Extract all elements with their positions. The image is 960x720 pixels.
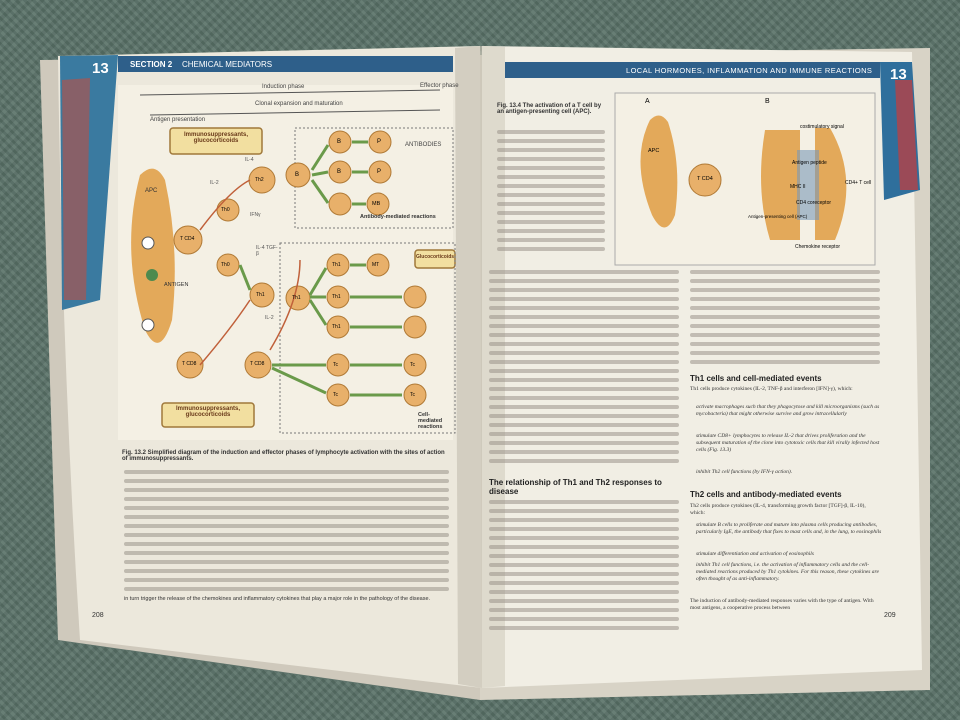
fig-cd4-label: T CD4 bbox=[697, 176, 713, 182]
cell-b3: B bbox=[337, 169, 342, 175]
right-header-band bbox=[505, 62, 880, 78]
fig-13-4-caption-body bbox=[497, 130, 605, 256]
antigen-label: ANTIGEN bbox=[164, 282, 189, 288]
label-il4: IL-4 bbox=[245, 157, 254, 163]
cell-tc4: Tc bbox=[410, 392, 415, 398]
left-header-band bbox=[118, 56, 453, 72]
immunosuppressants-label-bottom: Immunosuppressants, glucocorticoids bbox=[175, 406, 240, 418]
cd4-t-cell-shape bbox=[815, 128, 847, 240]
glucocorticoids-label: Glucocorticoids bbox=[416, 254, 455, 260]
apc-label: APC bbox=[145, 188, 158, 194]
fig-apc-long-label: Antigen-presenting cell (APC) bbox=[748, 214, 808, 219]
cell-mt: MT bbox=[372, 262, 380, 268]
immunosuppressants-label-top: Immunosuppressants, glucocorticoids bbox=[183, 132, 248, 144]
apc-cell-shape bbox=[131, 168, 175, 343]
phase-clonal: Clonal expansion and maturation bbox=[255, 101, 343, 107]
heading-th1-cells: Th1 cells and cell-mediated events bbox=[690, 374, 822, 383]
fig-antigen-peptide-label: Antigen peptide bbox=[792, 160, 827, 166]
th2-bullet-3: inhibit Th1 cell functions, i.e. the act… bbox=[696, 562, 879, 582]
immunosuppressants-box-bottom bbox=[161, 402, 255, 428]
cell-th0b: Th0 bbox=[221, 262, 230, 268]
antibodies-label: ANTIBODIES bbox=[405, 142, 442, 148]
right-col2-body-a bbox=[690, 270, 880, 369]
th2-intro: Th2 cells produce cytokines (IL-4, trans… bbox=[690, 503, 866, 516]
cell-p2: P bbox=[377, 169, 382, 175]
fig-13-2-caption-body bbox=[124, 470, 449, 596]
cell-tc1: Tc bbox=[333, 362, 338, 368]
cell-th1e: Th1 bbox=[332, 324, 341, 330]
label-il2: IL-2 bbox=[210, 180, 219, 186]
left-chapter-number: 13 bbox=[92, 60, 109, 77]
phase-effector: Effector phase bbox=[420, 83, 459, 89]
cell-b2: B bbox=[337, 139, 342, 145]
left-page-number: 208 bbox=[92, 612, 104, 619]
left-section-title: CHEMICAL MEDIATORS bbox=[182, 60, 273, 69]
cell-b1: B bbox=[295, 172, 300, 178]
apc-long-cell bbox=[761, 130, 800, 240]
heading-th2-cells: Th2 cells and antibody-mediated events bbox=[690, 490, 842, 499]
fig-label-b: B bbox=[765, 98, 770, 105]
cell-t-cd8b: T CD8 bbox=[250, 361, 265, 367]
cell-mediated-label: Cell-mediated reactions bbox=[418, 412, 443, 430]
cell-th1b: Th1 bbox=[292, 295, 301, 301]
right-page-number: 209 bbox=[884, 612, 896, 619]
cell-t-cd8: T CD8 bbox=[182, 361, 197, 367]
th1-intro: Th1 cells produce cytokines (IL-2, TNF-β… bbox=[690, 386, 853, 392]
fig-13-2-caption-last: in turn trigger the release of the chemo… bbox=[124, 596, 431, 602]
cell-t-cd4: T CD4 bbox=[180, 236, 195, 242]
th2-bullet-1: stimulate B cells to proliferate and mat… bbox=[696, 522, 882, 535]
t-cd4-cell bbox=[688, 163, 722, 197]
right-chapter-number: 13 bbox=[890, 66, 907, 83]
fig-apc-label: APC bbox=[648, 148, 660, 154]
right-col1-body-a bbox=[489, 270, 679, 468]
th1-bullet-2: stimulate CD8+ lymphocytes to release IL… bbox=[696, 433, 880, 453]
immunosuppressants-box-top bbox=[169, 127, 263, 155]
apc-cell-right bbox=[640, 115, 678, 228]
cell-mb: MB bbox=[372, 201, 381, 207]
cell-th1d: Th1 bbox=[332, 294, 341, 300]
cell-th2: Th2 bbox=[255, 177, 264, 183]
left-section-label: SECTION 2 bbox=[130, 60, 173, 69]
phase-antigen-presentation: Antigen presentation bbox=[150, 117, 206, 123]
cell-tc2: Tc bbox=[410, 362, 415, 368]
antibody-mediated-label: Antibody-mediated reactions bbox=[360, 214, 436, 220]
th2-outro: The induction of antibody-mediated respo… bbox=[690, 598, 874, 611]
cell-th1c: Th1 bbox=[332, 262, 341, 268]
cell-th0: Th0 bbox=[221, 207, 230, 213]
heading-th1-th2-relationship: The relationship of Th1 and Th2 response… bbox=[489, 478, 662, 496]
th1-bullet-3: inhibit Th2 cell functions (by IFN-γ act… bbox=[696, 469, 793, 475]
fig-13-2-caption-title: Fig. 13.2 Simplified diagram of the indu… bbox=[122, 450, 445, 462]
label-il4-tgf: IL-4 TGF-β bbox=[256, 245, 278, 257]
fig-costim-label: costimulatory signal bbox=[800, 124, 844, 130]
cell-th1a: Th1 bbox=[256, 292, 265, 298]
th2-bullet-2: stimulate differentiation and activation… bbox=[696, 551, 814, 557]
right-col1-body-b bbox=[489, 500, 679, 635]
label-il2b: IL-2 bbox=[265, 315, 274, 321]
fig-cd4-coreceptor-label: CD4 coreceptor bbox=[796, 200, 832, 206]
fig-mhc-label: MHC II bbox=[790, 184, 806, 190]
cell-p1: P bbox=[377, 139, 382, 145]
fig-chemokine-label: Chemokine receptor bbox=[795, 244, 841, 250]
glucocorticoids-box bbox=[414, 249, 456, 269]
fig-13-4-title: Fig. 13.4 The activation of a T cell by … bbox=[497, 103, 602, 115]
phase-induction: Induction phase bbox=[262, 84, 305, 90]
right-running-head: LOCAL HORMONES, INFLAMMATION AND IMMUNE … bbox=[626, 66, 873, 75]
label-ifn: IFNγ bbox=[250, 212, 261, 218]
th1-bullet-1: activate macrophages such that they phag… bbox=[696, 404, 880, 417]
antigen-dot bbox=[146, 269, 158, 281]
cell-tc3: Tc bbox=[333, 392, 338, 398]
fig-label-a: A bbox=[645, 98, 650, 105]
fig-cd4-t-cell-label: CD4+ T cell bbox=[845, 180, 872, 186]
